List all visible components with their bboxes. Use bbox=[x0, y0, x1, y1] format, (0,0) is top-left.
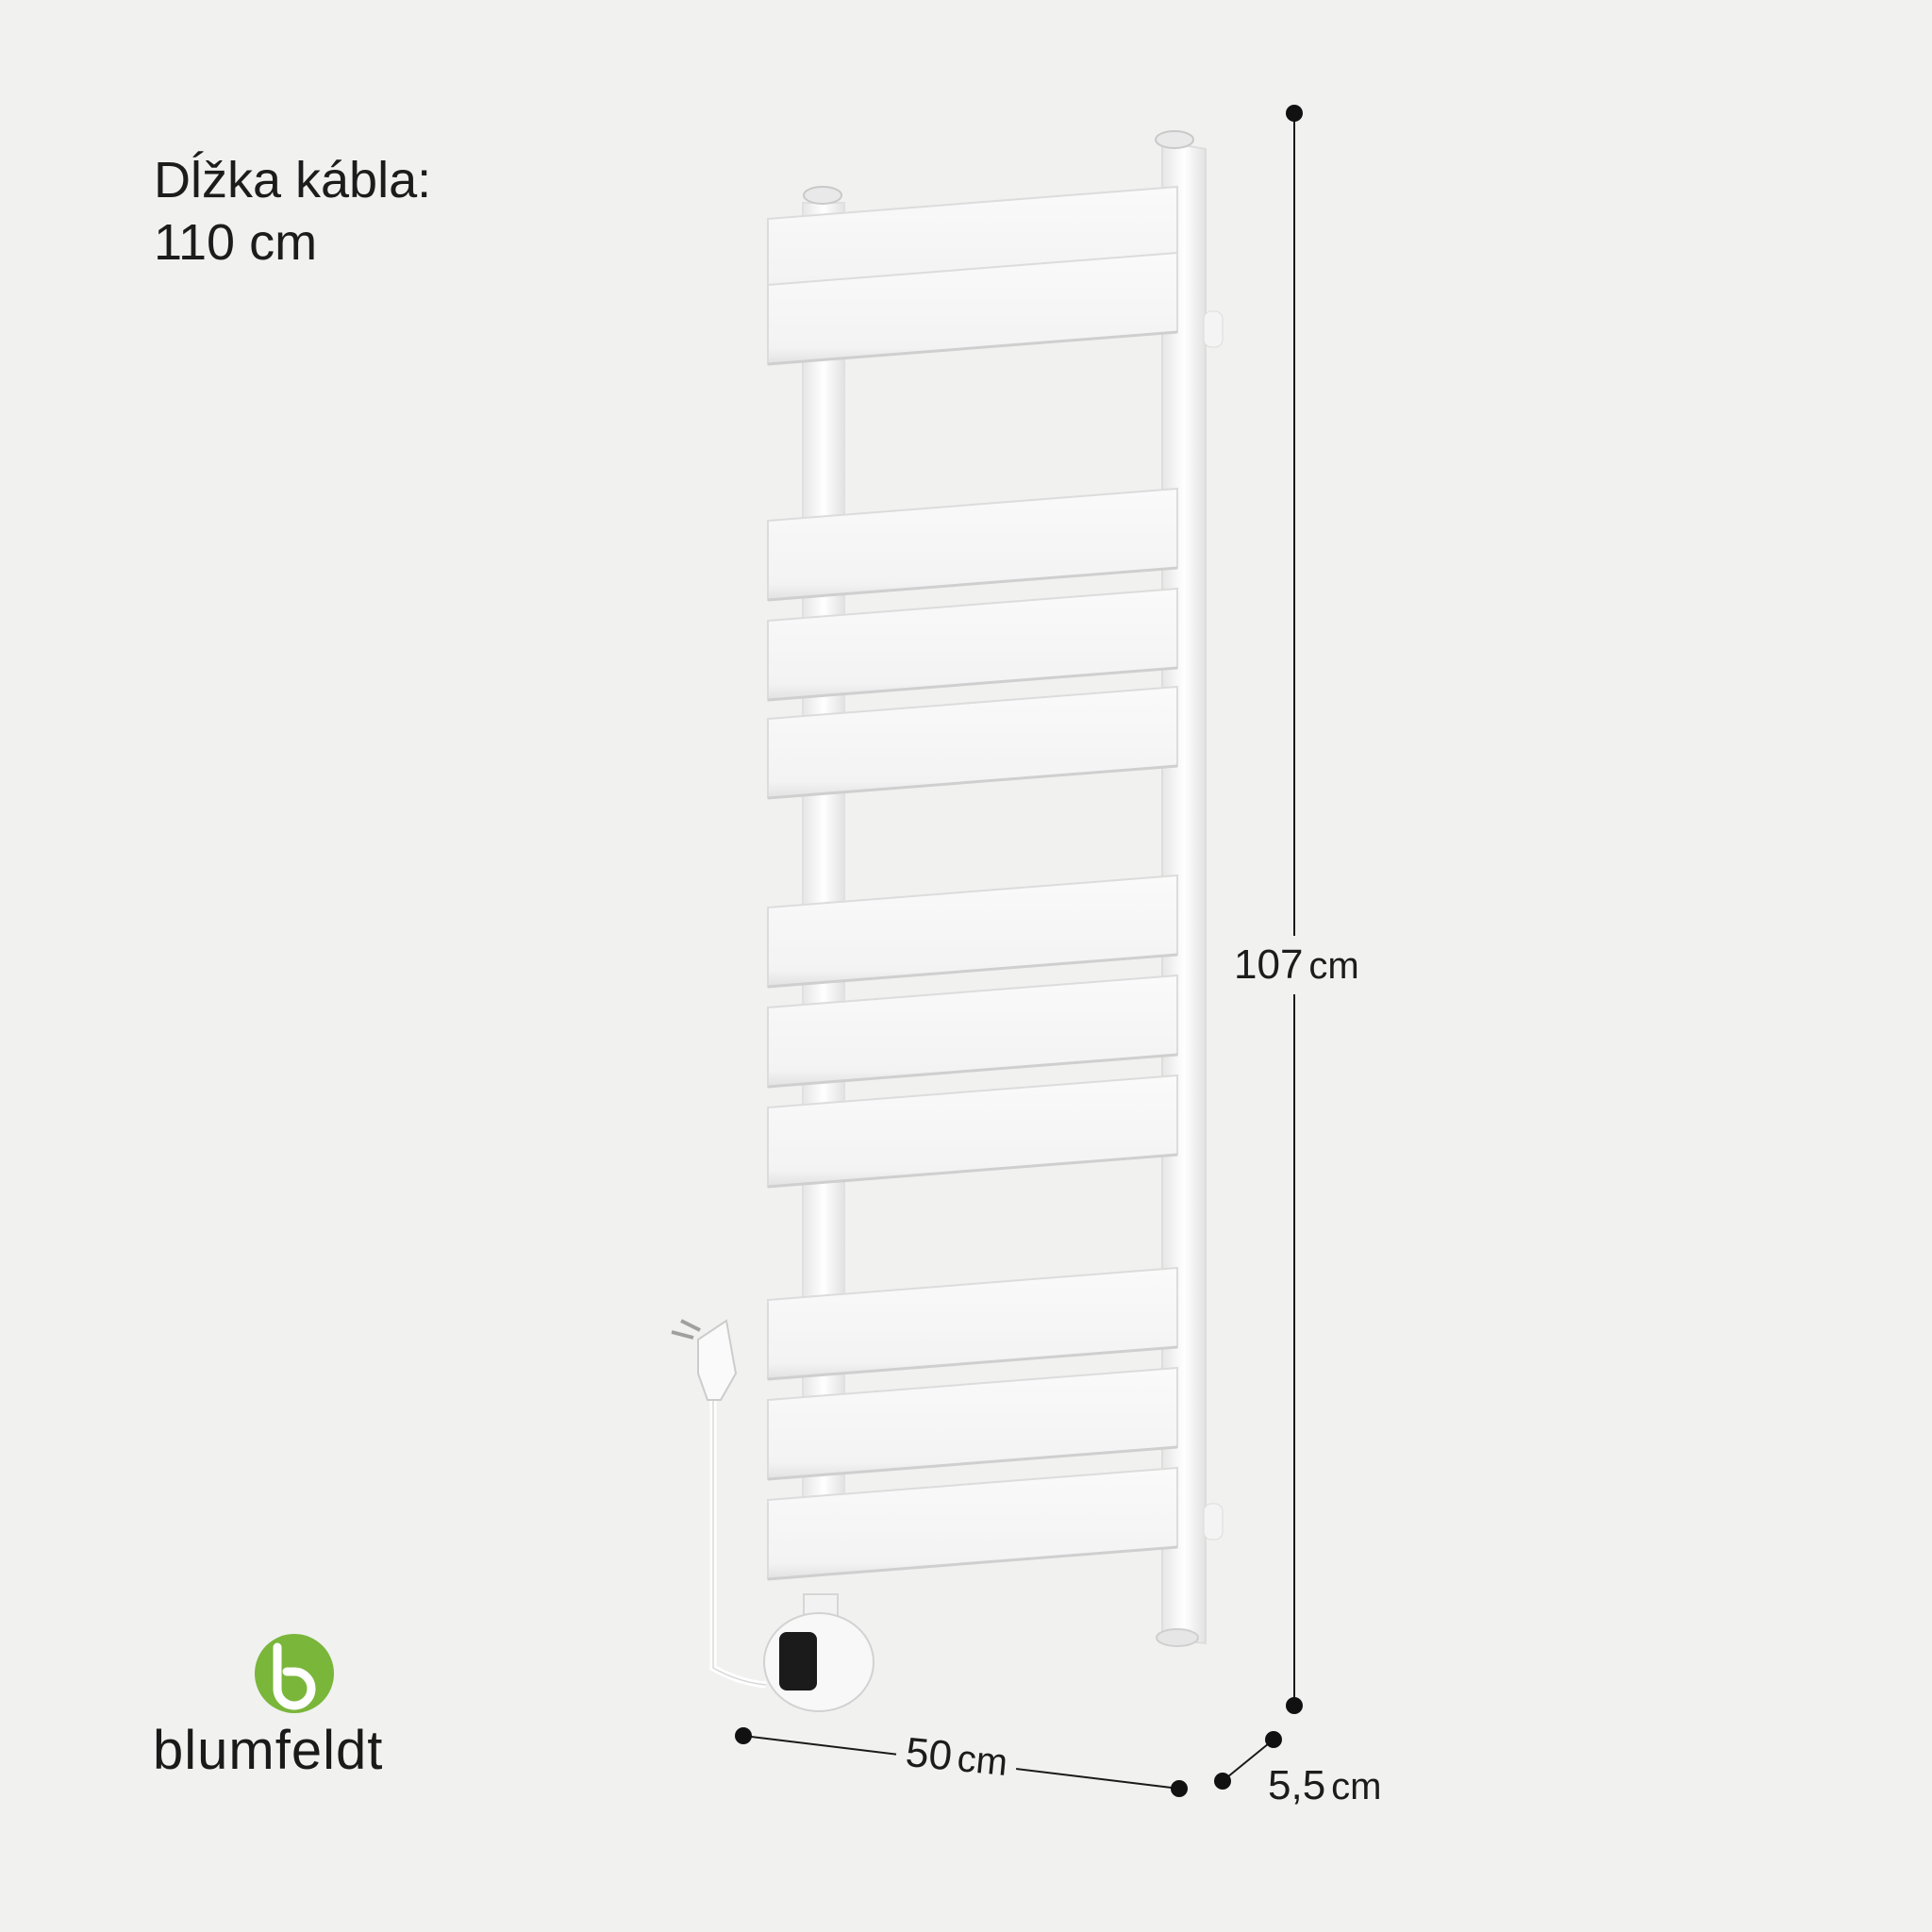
depth-dim-dot-right bbox=[1265, 1731, 1282, 1748]
logo-b-icon bbox=[273, 1642, 316, 1710]
height-dim-dot-top bbox=[1286, 105, 1303, 122]
depth-value: 5,5 bbox=[1268, 1762, 1326, 1808]
width-value: 50 bbox=[903, 1728, 955, 1780]
radiator-bar-shadow bbox=[767, 666, 1178, 702]
radiator-bar-shadow bbox=[767, 1545, 1178, 1581]
right-rail-cap bbox=[1155, 130, 1194, 149]
radiator-bar-shadow bbox=[767, 1153, 1178, 1189]
radiator-bar-shadow bbox=[767, 953, 1178, 989]
power-plug bbox=[697, 1319, 738, 1401]
radiator-bar-shadow bbox=[767, 1445, 1178, 1481]
radiator-bar-shadow bbox=[767, 1345, 1178, 1381]
width-dim-dot-left bbox=[735, 1727, 752, 1744]
radiator-bar-shadow bbox=[767, 566, 1178, 602]
height-dim-dot-bottom bbox=[1286, 1697, 1303, 1714]
radiator-bar-shadow bbox=[767, 1053, 1178, 1089]
cable-length-title: Dĺžka kábla: bbox=[154, 152, 432, 208]
radiator-bar-shadow bbox=[767, 764, 1178, 800]
cable-length-value: 110 cm bbox=[154, 214, 318, 271]
cable-length-label: Dĺžka kábla: 110 cm bbox=[154, 149, 431, 274]
bottom-rail-cap bbox=[1156, 1628, 1199, 1647]
wall-bracket-bottom bbox=[1203, 1503, 1224, 1541]
wall-bracket-top bbox=[1203, 310, 1224, 348]
left-rail-cap bbox=[803, 186, 842, 205]
width-dim-dot-right bbox=[1171, 1780, 1188, 1797]
depth-unit: cm bbox=[1331, 1766, 1382, 1807]
height-dimension bbox=[1286, 105, 1303, 1714]
thermostat-display bbox=[779, 1632, 817, 1690]
radiator-bar-shadow bbox=[767, 330, 1178, 366]
height-unit: cm bbox=[1308, 945, 1359, 987]
brand-logo bbox=[255, 1634, 334, 1713]
power-cable bbox=[709, 1396, 767, 1689]
depth-dimension bbox=[1214, 1731, 1282, 1790]
width-unit: cm bbox=[955, 1738, 1010, 1785]
height-value: 107 bbox=[1234, 941, 1304, 988]
brand-name: blumfeldt bbox=[153, 1720, 384, 1781]
depth-dim-dot-left bbox=[1214, 1773, 1231, 1790]
